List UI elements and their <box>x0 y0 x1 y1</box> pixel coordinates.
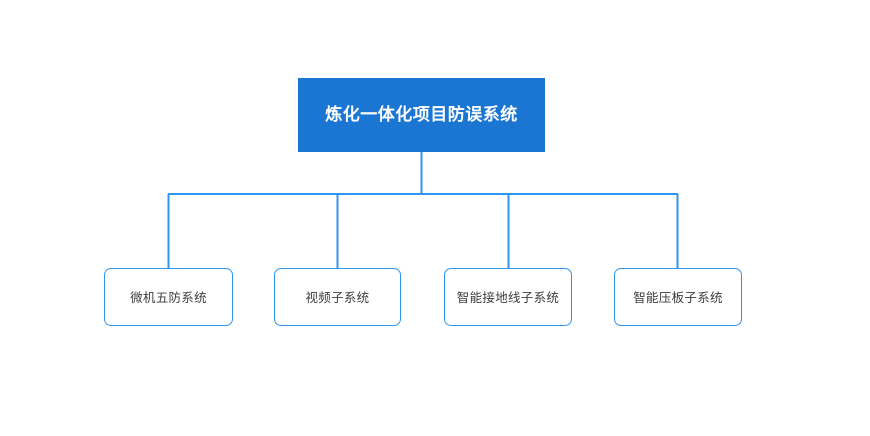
node-child-label: 智能接地线子系统 <box>456 289 560 305</box>
node-child-zhineng-jiedixian[interactable]: 智能接地线子系统 <box>444 268 572 326</box>
node-root[interactable]: 炼化一体化项目防误系统 <box>298 78 545 152</box>
node-root-label: 炼化一体化项目防误系统 <box>325 104 518 125</box>
node-child-label: 智能压板子系统 <box>633 289 723 305</box>
node-child-shipin[interactable]: 视频子系统 <box>274 268 401 326</box>
node-child-zhineng-yaban[interactable]: 智能压板子系统 <box>614 268 742 326</box>
node-child-label: 视频子系统 <box>305 289 370 305</box>
node-child-label: 微机五防系统 <box>130 289 207 305</box>
node-child-weiji-wufang[interactable]: 微机五防系统 <box>104 268 233 326</box>
